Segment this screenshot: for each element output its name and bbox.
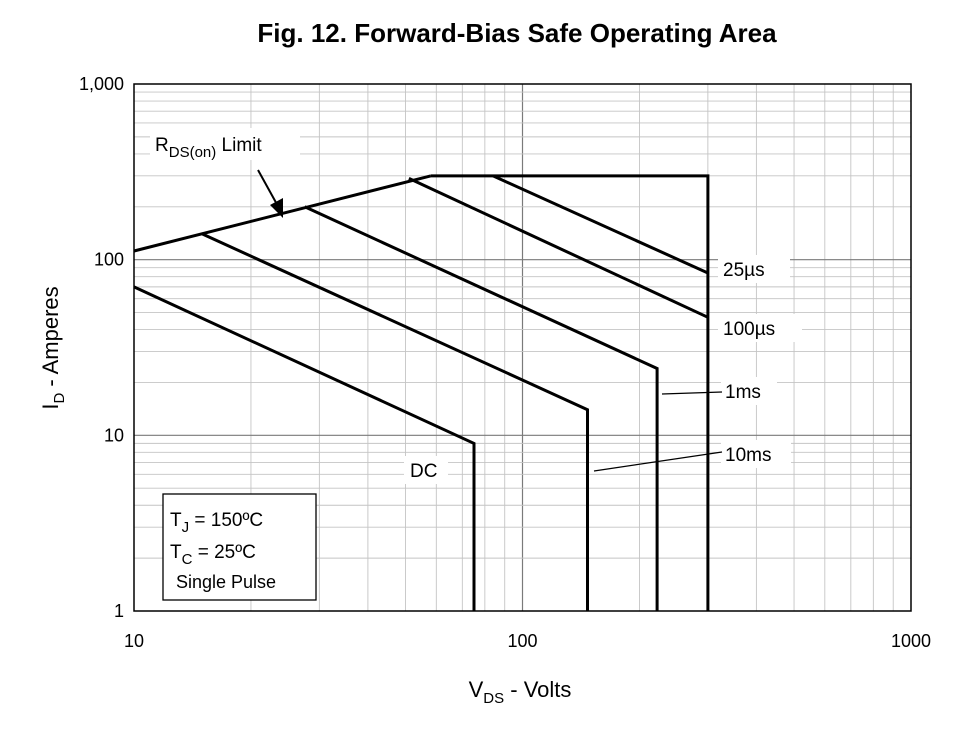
curve-4 <box>201 232 589 611</box>
y-tick-label: 10 <box>104 425 124 445</box>
curve-3 <box>304 205 659 611</box>
leader-1ms <box>661 391 723 395</box>
x-axis-label: VDS - Volts <box>469 677 572 707</box>
x-tick-label: 100 <box>507 631 537 651</box>
chart-title: Fig. 12. Forward-Bias Safe Operating Are… <box>257 18 777 48</box>
condition-pulse: Single Pulse <box>176 572 276 592</box>
leader-10ms <box>593 451 723 472</box>
label-1ms: 1ms <box>725 382 761 403</box>
label-100us: 100µs <box>723 319 775 340</box>
label-10ms-box <box>721 440 791 468</box>
label-25us-box <box>718 255 790 283</box>
y-tick-label: 100 <box>94 250 124 270</box>
rds-label-box <box>150 128 300 160</box>
curves <box>133 174 710 611</box>
conditions-box <box>162 493 317 601</box>
label-dc: DC <box>410 461 437 482</box>
curve-2 <box>408 177 709 319</box>
rds-limit-arrowhead <box>270 198 283 218</box>
curve-1 <box>492 174 709 275</box>
y-tick-label: 1 <box>114 601 124 621</box>
label-25us: 25µs <box>723 260 765 281</box>
label-dc-box <box>404 456 448 484</box>
plot-frame <box>133 83 912 612</box>
condition-tj: TJ = 150ºC <box>170 510 263 536</box>
rds-limit-label: RDS(on) Limit <box>155 135 262 161</box>
y-axis-label: ID - Amperes <box>38 286 68 409</box>
label-1ms-box <box>721 377 777 405</box>
y-tick-label: 1,000 <box>79 74 124 94</box>
label-100us-box <box>718 314 802 342</box>
x-tick-label: 1000 <box>891 631 931 651</box>
curve-5 <box>133 285 476 611</box>
label-10ms: 10ms <box>725 445 771 466</box>
rds-limit-arrow-line <box>257 169 280 209</box>
x-tick-label: 10 <box>124 631 144 651</box>
curve-0 <box>430 174 710 611</box>
condition-tc: TC = 25ºC <box>170 542 256 568</box>
